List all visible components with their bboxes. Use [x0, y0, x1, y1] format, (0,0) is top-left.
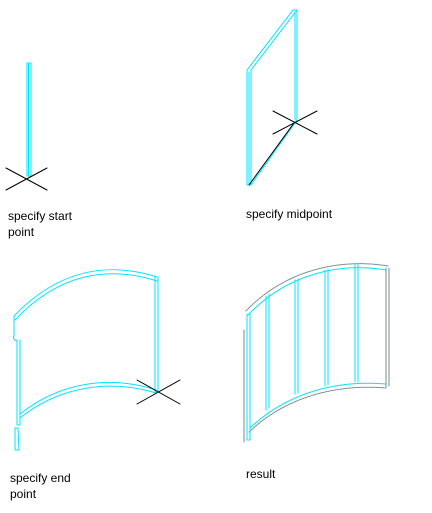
panel-result [243, 263, 390, 443]
caption-start-line1: specify start [8, 209, 73, 223]
caption-end-point: specify end point [10, 470, 71, 502]
wall-midpoint-segment [246, 9, 298, 186]
wall-start-post [26, 62, 32, 177]
start-point-cross-marker [5, 167, 48, 191]
caption-end-line2: point [10, 487, 37, 501]
midpoint-cross-marker [272, 110, 318, 135]
panel-start-point [5, 62, 48, 191]
midpoint-guide-line [248, 122, 295, 186]
caption-result: result [246, 466, 275, 482]
caption-midpoint-line1: specify midpoint [246, 207, 333, 221]
caption-midpoint: specify midpoint [246, 206, 332, 222]
panel-end-point [12, 269, 181, 451]
wall-curved-preview [12, 269, 159, 451]
caption-start-point: specify start point [8, 208, 72, 240]
panel-midpoint [246, 9, 318, 186]
caption-result-line1: result [246, 467, 276, 481]
caption-end-line1: specify end [10, 471, 71, 485]
result-curved-wall [243, 263, 390, 443]
caption-start-line2: point [8, 225, 35, 239]
end-point-cross-marker [136, 379, 181, 405]
